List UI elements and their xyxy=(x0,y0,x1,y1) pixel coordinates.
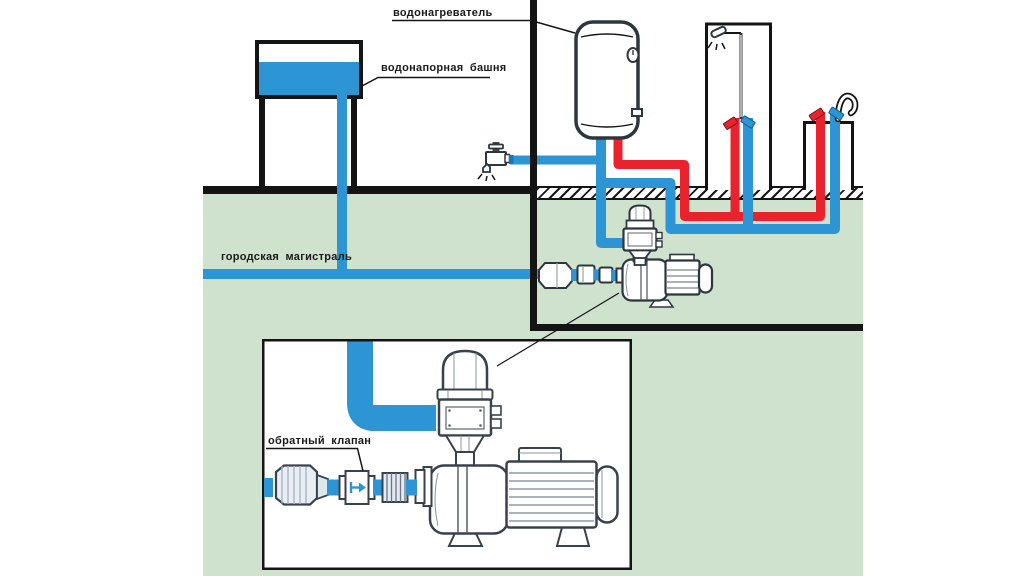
sink-hot-handle xyxy=(808,107,825,122)
sink-spout xyxy=(834,92,859,123)
shower-head-icon xyxy=(710,25,727,39)
sink-cabinet-outline xyxy=(803,121,854,190)
house-left-wall xyxy=(530,0,537,331)
shower-hot-handle xyxy=(723,116,739,130)
tap-spout xyxy=(482,162,491,173)
water-heater-leader-line xyxy=(392,19,576,34)
water-tower-water xyxy=(259,62,359,95)
sink-cabinet xyxy=(803,121,854,190)
sink-mixer-icon xyxy=(808,92,859,123)
tap-body xyxy=(485,151,507,166)
shower-mixer-handles xyxy=(723,115,756,130)
ground-surface-line xyxy=(203,186,537,194)
tap-pipe-cap xyxy=(509,155,514,164)
label-water-tower: водонапорная башня xyxy=(381,62,507,74)
shower-spray-icon xyxy=(707,41,726,51)
tap-spray-icon xyxy=(477,173,496,182)
label-check-valve: обратный клапан xyxy=(268,435,372,447)
label-city-main: городская магистраль xyxy=(221,251,353,263)
water-heater-body xyxy=(574,20,640,140)
shower-cabin-icon xyxy=(705,22,772,190)
basement-bottom-wall xyxy=(530,324,863,331)
water-tower-icon xyxy=(255,40,363,99)
house-floor-hatch xyxy=(537,186,863,200)
sink-cabinet-fill xyxy=(803,121,854,190)
shower-cabin-walls xyxy=(705,22,772,190)
outdoor-tap-icon xyxy=(477,142,514,182)
water-tower-leg-right xyxy=(351,97,357,188)
heater-gauge-icon xyxy=(626,47,640,63)
sink-cold-handle xyxy=(828,106,845,121)
shower-cabin-fill xyxy=(706,24,771,190)
heater-port xyxy=(631,108,643,117)
water-tower-leg-left xyxy=(259,97,265,188)
tap-handle xyxy=(488,143,504,150)
water-heater-icon xyxy=(574,20,643,140)
water-tower-leader-line xyxy=(361,76,490,87)
label-water-heater: водонагреватель xyxy=(393,7,493,19)
shower-cold-handle xyxy=(740,115,756,129)
